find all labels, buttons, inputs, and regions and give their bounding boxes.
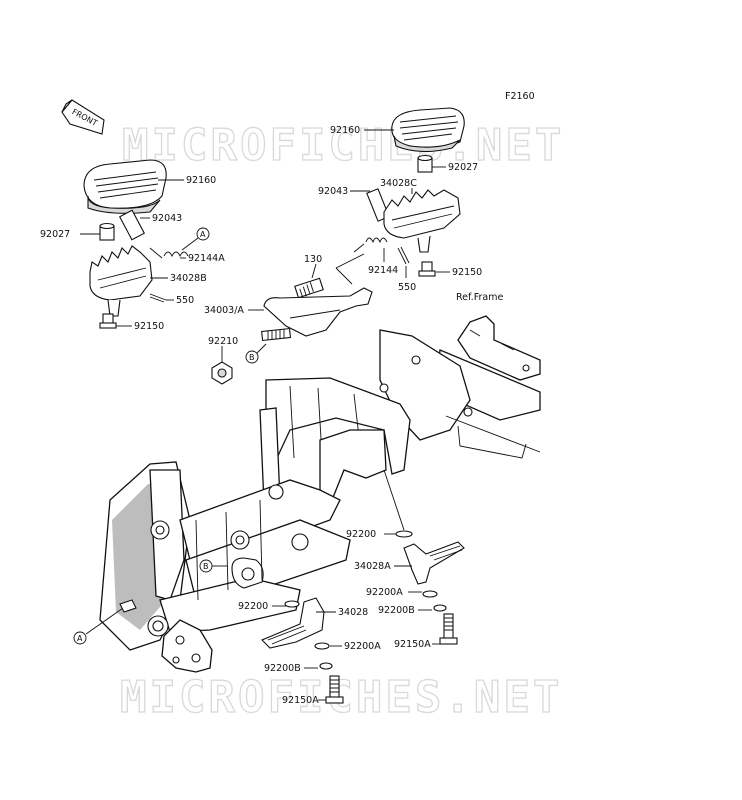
label-92027-top: 92027 [448, 162, 478, 173]
pivot-bolt-130 [294, 277, 324, 299]
label-92200-right: 92200 [346, 529, 376, 540]
callout-a-frame: A [73, 599, 137, 645]
svg-text:A: A [200, 230, 206, 239]
label-550-left: 550 [176, 295, 194, 306]
label-92200b-right: 92200B [378, 605, 415, 616]
label-34003a: 34003/A [204, 305, 244, 316]
right-footpeg-collar [417, 154, 433, 173]
svg-text:B: B [249, 353, 255, 362]
svg-text:A: A [77, 634, 83, 643]
label-34028c: 34028C [380, 178, 417, 189]
label-550-top: 550 [398, 282, 416, 293]
rear-brake-bracket [161, 619, 213, 673]
label-92027-left: 92027 [40, 229, 70, 240]
callout-b-pivot: B [245, 343, 267, 364]
footrest-bracket-34028 [261, 597, 325, 649]
label-92200-left: 92200 [238, 601, 268, 612]
washer-92200a-right [422, 590, 438, 598]
label-34028: 34028 [338, 607, 368, 618]
label-92150a-right: 92150A [394, 639, 431, 650]
left-footpeg-bracket [89, 245, 153, 317]
nut-92210 [211, 361, 233, 385]
left-footpeg-rubber [83, 159, 167, 214]
footrest-bracket-34028a [403, 541, 465, 585]
figure-code: F2160 [505, 91, 535, 102]
right-footpeg-bracket [383, 189, 461, 253]
label-92043-top: 92043 [318, 186, 348, 197]
watermark-top: MICROFICHES.NET [122, 120, 564, 171]
callout-b-frame: B [199, 559, 228, 573]
callout-a-top: A [181, 227, 210, 251]
washer-92200-left [284, 600, 300, 608]
ref-frame-structure [259, 315, 541, 505]
label-92150a-left: 92150A [282, 695, 319, 706]
label-92144a: 92144A [188, 253, 225, 264]
label-92200a-left: 92200A [344, 641, 381, 652]
label-34028a: 34028A [354, 561, 391, 572]
main-frame-structure [99, 461, 351, 651]
right-footpeg-bolt [418, 261, 436, 277]
label-92160-left: 92160 [186, 175, 216, 186]
front-arrow-icon: FRONT [61, 99, 105, 135]
label-34028b: 34028B [170, 273, 207, 284]
label-130: 130 [304, 254, 322, 265]
washer-92200b-right [433, 604, 447, 612]
washer-92200b-left [319, 662, 333, 670]
ref-frame-label: Ref.Frame [456, 292, 503, 303]
washer-92200-right [395, 530, 413, 538]
svg-text:B: B [203, 562, 209, 571]
left-footpeg-bolt [99, 313, 117, 329]
label-92150-top: 92150 [452, 267, 482, 278]
left-footpeg-collar [99, 222, 115, 241]
label-92144: 92144 [368, 265, 398, 276]
label-92200a-right: 92200A [366, 587, 403, 598]
label-92150-left: 92150 [134, 321, 164, 332]
label-92210: 92210 [208, 336, 238, 347]
bolt-92150a-right [439, 613, 458, 645]
right-footpeg-rubber [391, 107, 465, 153]
left-footpeg-spring [149, 247, 189, 259]
left-footpeg-cotter-pin [149, 293, 167, 303]
left-footpeg-pin [118, 209, 146, 241]
label-92043-left: 92043 [152, 213, 182, 224]
pivot-bracket-34003a [261, 287, 373, 342]
washer-92200a-left [314, 642, 330, 650]
right-footpeg-cotter-pin [397, 246, 410, 265]
label-92200b-left: 92200B [264, 663, 301, 674]
label-92160-top: 92160 [330, 125, 360, 136]
right-footpeg-spring [353, 237, 388, 253]
